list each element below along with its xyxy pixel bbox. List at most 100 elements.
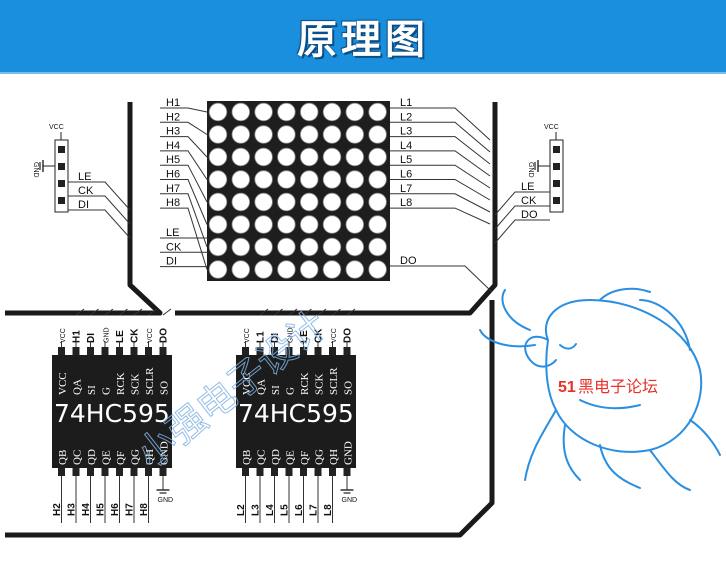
ic-bottom-signal: H6: [110, 503, 121, 516]
ic-pin: [242, 468, 249, 476]
bus-wire: [288, 308, 298, 316]
ic-pin-name: QE: [285, 450, 297, 465]
ic-pin: [116, 468, 123, 476]
matrix-ctrl-label: DI: [166, 256, 177, 268]
led-dot: [254, 215, 273, 234]
led-dot: [322, 192, 342, 212]
ic-pin-name: SI: [270, 385, 282, 395]
ic-top-signal: DI: [86, 333, 97, 343]
led-dot: [231, 192, 251, 212]
col-wire: [390, 207, 491, 225]
led-dot: [322, 102, 342, 122]
ic-top-signal: VCC: [331, 328, 338, 343]
ic-top-signal: DI: [270, 333, 281, 343]
ic-bottom-signal: L7: [309, 504, 320, 516]
ic-bottom-signal: H2: [52, 503, 63, 516]
ic-pin-name: SO: [343, 381, 355, 395]
ic-pin-name: RCK: [299, 372, 311, 395]
connector-wire: [68, 195, 131, 225]
ic-pin: [116, 347, 123, 355]
led-dot: [208, 237, 228, 257]
matrix-col-label: L1: [400, 97, 412, 109]
matrix-col-label: L3: [400, 126, 412, 138]
ic-top-signal: DO: [343, 328, 354, 343]
led-dot: [345, 237, 365, 257]
led-dot: [254, 102, 273, 122]
logo-number: 51: [558, 379, 576, 396]
led-dot: [208, 215, 228, 234]
led-dot: [300, 102, 319, 122]
bus-wire: [133, 308, 143, 316]
led-dot: [277, 215, 296, 234]
ic-pin-name: QC: [72, 450, 84, 465]
bus-wire: [119, 308, 128, 316]
connector-wire: [494, 191, 550, 216]
col-wire: [390, 121, 491, 153]
ic-pin: [300, 347, 307, 355]
cockroach-logo-icon: [479, 287, 721, 491]
led-dot: [254, 237, 273, 257]
ic-bottom-signal: H8: [139, 503, 150, 516]
ic-pin-name: QA: [72, 379, 84, 395]
led-dot: [254, 192, 273, 212]
ic-pin: [271, 347, 278, 355]
led-dot: [322, 147, 342, 167]
ic-top-signal: GND: [288, 327, 295, 343]
ic-pin: [271, 468, 278, 476]
ic-pin-name: QD: [86, 449, 98, 465]
row-wire: [160, 107, 208, 113]
ic-bottom-signal: H3: [67, 503, 78, 516]
ic-bottom-signal: H7: [125, 503, 136, 516]
ic-pin: [58, 468, 65, 476]
ic-top-signal: VCC: [147, 328, 154, 343]
led-dot: [368, 260, 387, 279]
ic-bottom-signal: L3: [251, 504, 262, 516]
led-dot: [231, 237, 251, 257]
connector-right-label: DO: [521, 209, 538, 221]
led-dot: [231, 125, 251, 144]
ic-top-signal: H1: [72, 330, 83, 343]
ic-pin: [300, 468, 307, 476]
led-dot: [300, 215, 319, 234]
led-dot: [277, 237, 296, 257]
ic-pin-name: QB: [241, 450, 253, 465]
ic-pin: [343, 468, 351, 476]
led-dot: [208, 260, 228, 279]
led-dot: [277, 192, 296, 212]
ic-top-signal: L1: [256, 331, 267, 343]
ic-top-signal: VCC: [60, 328, 67, 343]
led-dot: [345, 102, 365, 122]
row-wire: [160, 193, 208, 248]
header-pin: [553, 163, 560, 170]
led-dot: [208, 125, 228, 144]
connector-right-label: CK: [521, 195, 537, 207]
led-dot: [254, 125, 273, 144]
ic-top-signal: DO: [159, 328, 170, 343]
ic-bottom-signal: L5: [280, 504, 291, 516]
ic-pin-name: SCLR: [144, 367, 156, 395]
ic-pin: [285, 468, 293, 476]
ic-pin: [314, 347, 322, 355]
ic-pin: [256, 347, 264, 355]
ic-bottom-signal: L4: [265, 504, 276, 516]
ic-pin: [314, 468, 322, 476]
ic-74hc595: 74HC595VCCQBVCCH2QAQCH1H3SIQDDIH4GQEGNDH…: [52, 308, 173, 523]
vcc-label: VCC: [544, 124, 559, 131]
ic-pin: [343, 347, 351, 355]
ic-pin-name: QB: [57, 450, 69, 465]
bus-wire: [162, 308, 172, 316]
bus-wire: [274, 308, 283, 316]
board-frame: [5, 102, 498, 538]
header-pin: [553, 180, 560, 187]
ic-pin-name: SI: [86, 385, 98, 395]
led-dot: [300, 192, 319, 212]
ic-pin-name: GND: [159, 441, 171, 465]
ic-pin: [329, 347, 336, 355]
ic-name: 74HC595: [238, 399, 354, 428]
ic-bottom-signal: H4: [81, 503, 92, 516]
led-dot: [300, 170, 319, 189]
ic-pin: [72, 468, 80, 476]
ic-top-signal: LE: [299, 330, 310, 343]
connector-left-label: DI: [78, 199, 89, 211]
